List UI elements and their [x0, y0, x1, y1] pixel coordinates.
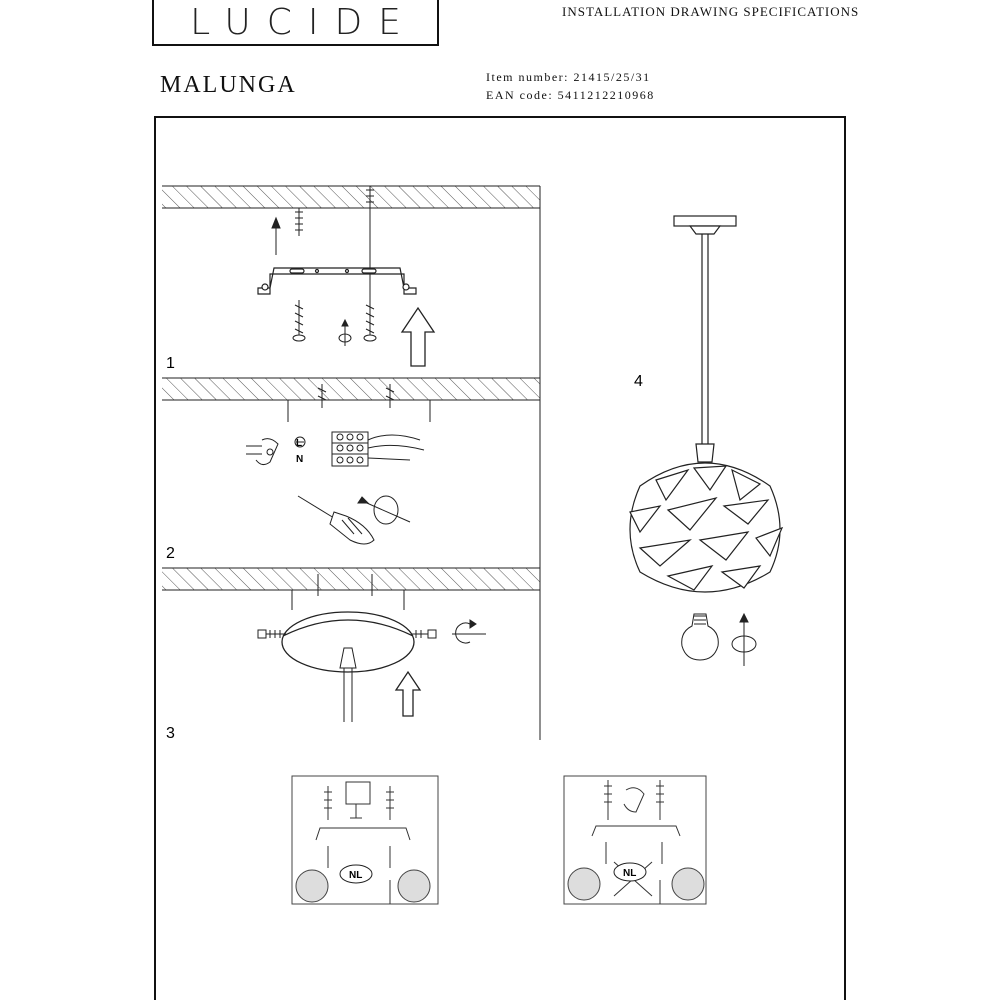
step1-wall-plugs [295, 186, 374, 300]
nl-badge-right: NL [623, 868, 636, 879]
rotate-icon [731, 612, 757, 666]
mounting-bracket [257, 267, 417, 295]
push-up-arrow-icon [400, 306, 436, 367]
side-screw-icon [257, 629, 437, 639]
ceiling-canopy [281, 611, 415, 673]
screw-icon [292, 300, 377, 342]
light-bulb-icon [681, 613, 719, 661]
drawing-frame [154, 116, 846, 1000]
geometric-lamp-shade [629, 462, 784, 593]
wire-clamp-icon [246, 438, 279, 466]
step-number-4: 4 [634, 373, 643, 390]
earth-icon [294, 436, 306, 448]
lucide-logo: LUCIDE [152, 0, 439, 46]
cable-grip [339, 647, 357, 722]
neutral-label: N [296, 454, 303, 465]
pendant-rod [695, 234, 715, 463]
thumbnail-variant-left: NL [291, 775, 439, 905]
brand-text: LUCIDE [190, 1, 417, 43]
step-number-1: 1 [166, 355, 175, 372]
push-up-arrow-icon [394, 670, 422, 717]
product-name: MALUNGA [160, 72, 297, 98]
cable-wires [367, 434, 425, 461]
terminal-block [331, 431, 369, 467]
live-label: L [296, 438, 302, 449]
item-number-label: Item number: [486, 70, 569, 84]
ceiling-strip-2 [162, 377, 540, 401]
step-number-2: 2 [166, 545, 175, 562]
item-number-value: 21415/25/31 [573, 70, 651, 84]
step-number-3: 3 [166, 725, 175, 742]
turn-icon [357, 495, 411, 525]
screwdriver-icon [297, 495, 375, 545]
ceiling-strip-3 [162, 567, 540, 591]
item-number-line: Item number: 21415/25/31 [486, 70, 651, 85]
thumbnail-variant-right: NL [563, 775, 707, 905]
ean-line: EAN code: 5411212210968 [486, 88, 655, 103]
pendant-canopy [673, 215, 737, 235]
document-title: INSTALLATION DRAWING SPECIFICATIONS [562, 4, 860, 19]
rotate-icon [452, 619, 486, 644]
nl-badge-left: NL [349, 870, 362, 881]
rotate-icon [338, 318, 352, 346]
step2-bracket-installed [287, 384, 431, 422]
ean-value: 5411212210968 [557, 88, 655, 102]
ceiling-strip-1 [162, 185, 540, 209]
step3-bracket-installed [291, 574, 405, 610]
ean-label: EAN code: [486, 88, 554, 102]
up-arrow-icon [271, 216, 281, 255]
